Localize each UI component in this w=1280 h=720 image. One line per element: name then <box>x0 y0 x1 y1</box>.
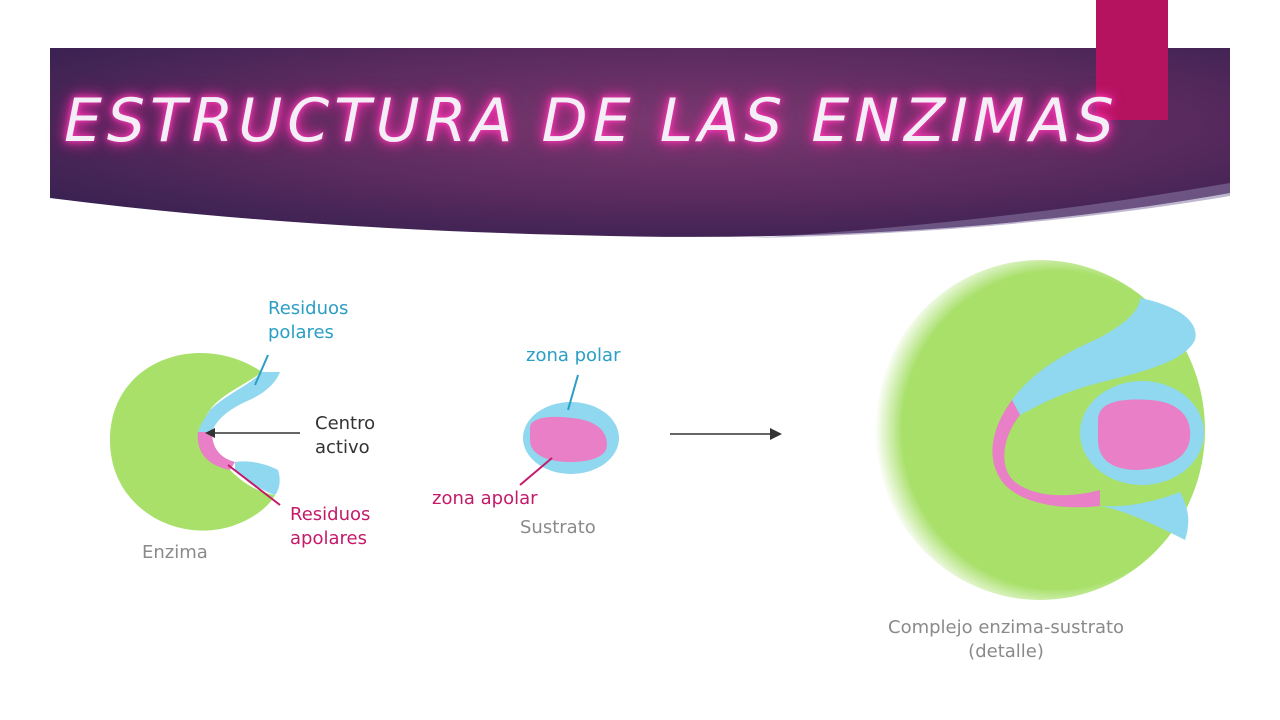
complejo-caption: Complejo enzima-sustrato (detalle) <box>888 617 1125 662</box>
zona-apolar-label: zona apolar <box>432 488 538 509</box>
title-banner <box>50 48 1230 238</box>
zona-apolar-pointer <box>519 457 553 486</box>
reaction-arrowhead <box>770 428 782 440</box>
centro-activo-arrowhead <box>205 428 215 438</box>
residuos-polares-label: Residuos polares <box>268 298 349 343</box>
residuos-apolares-label: Residuos apolares <box>290 504 371 549</box>
centro-activo-label: Centro activo <box>315 413 376 458</box>
accent-block <box>1096 0 1168 120</box>
substrate-shape <box>523 402 619 474</box>
enzima-caption: Enzima <box>142 542 208 563</box>
complex-shape <box>875 260 1205 600</box>
slide-title: ESTRUCTURA DE LAS ENZIMAS <box>64 86 1119 156</box>
apolares-pointer <box>227 464 281 506</box>
enzyme-shape <box>110 353 280 531</box>
polares-pointer <box>254 354 269 386</box>
zona-polar-label: zona polar <box>526 345 621 366</box>
sustrato-caption: Sustrato <box>520 517 596 538</box>
zona-polar-pointer <box>567 374 579 411</box>
